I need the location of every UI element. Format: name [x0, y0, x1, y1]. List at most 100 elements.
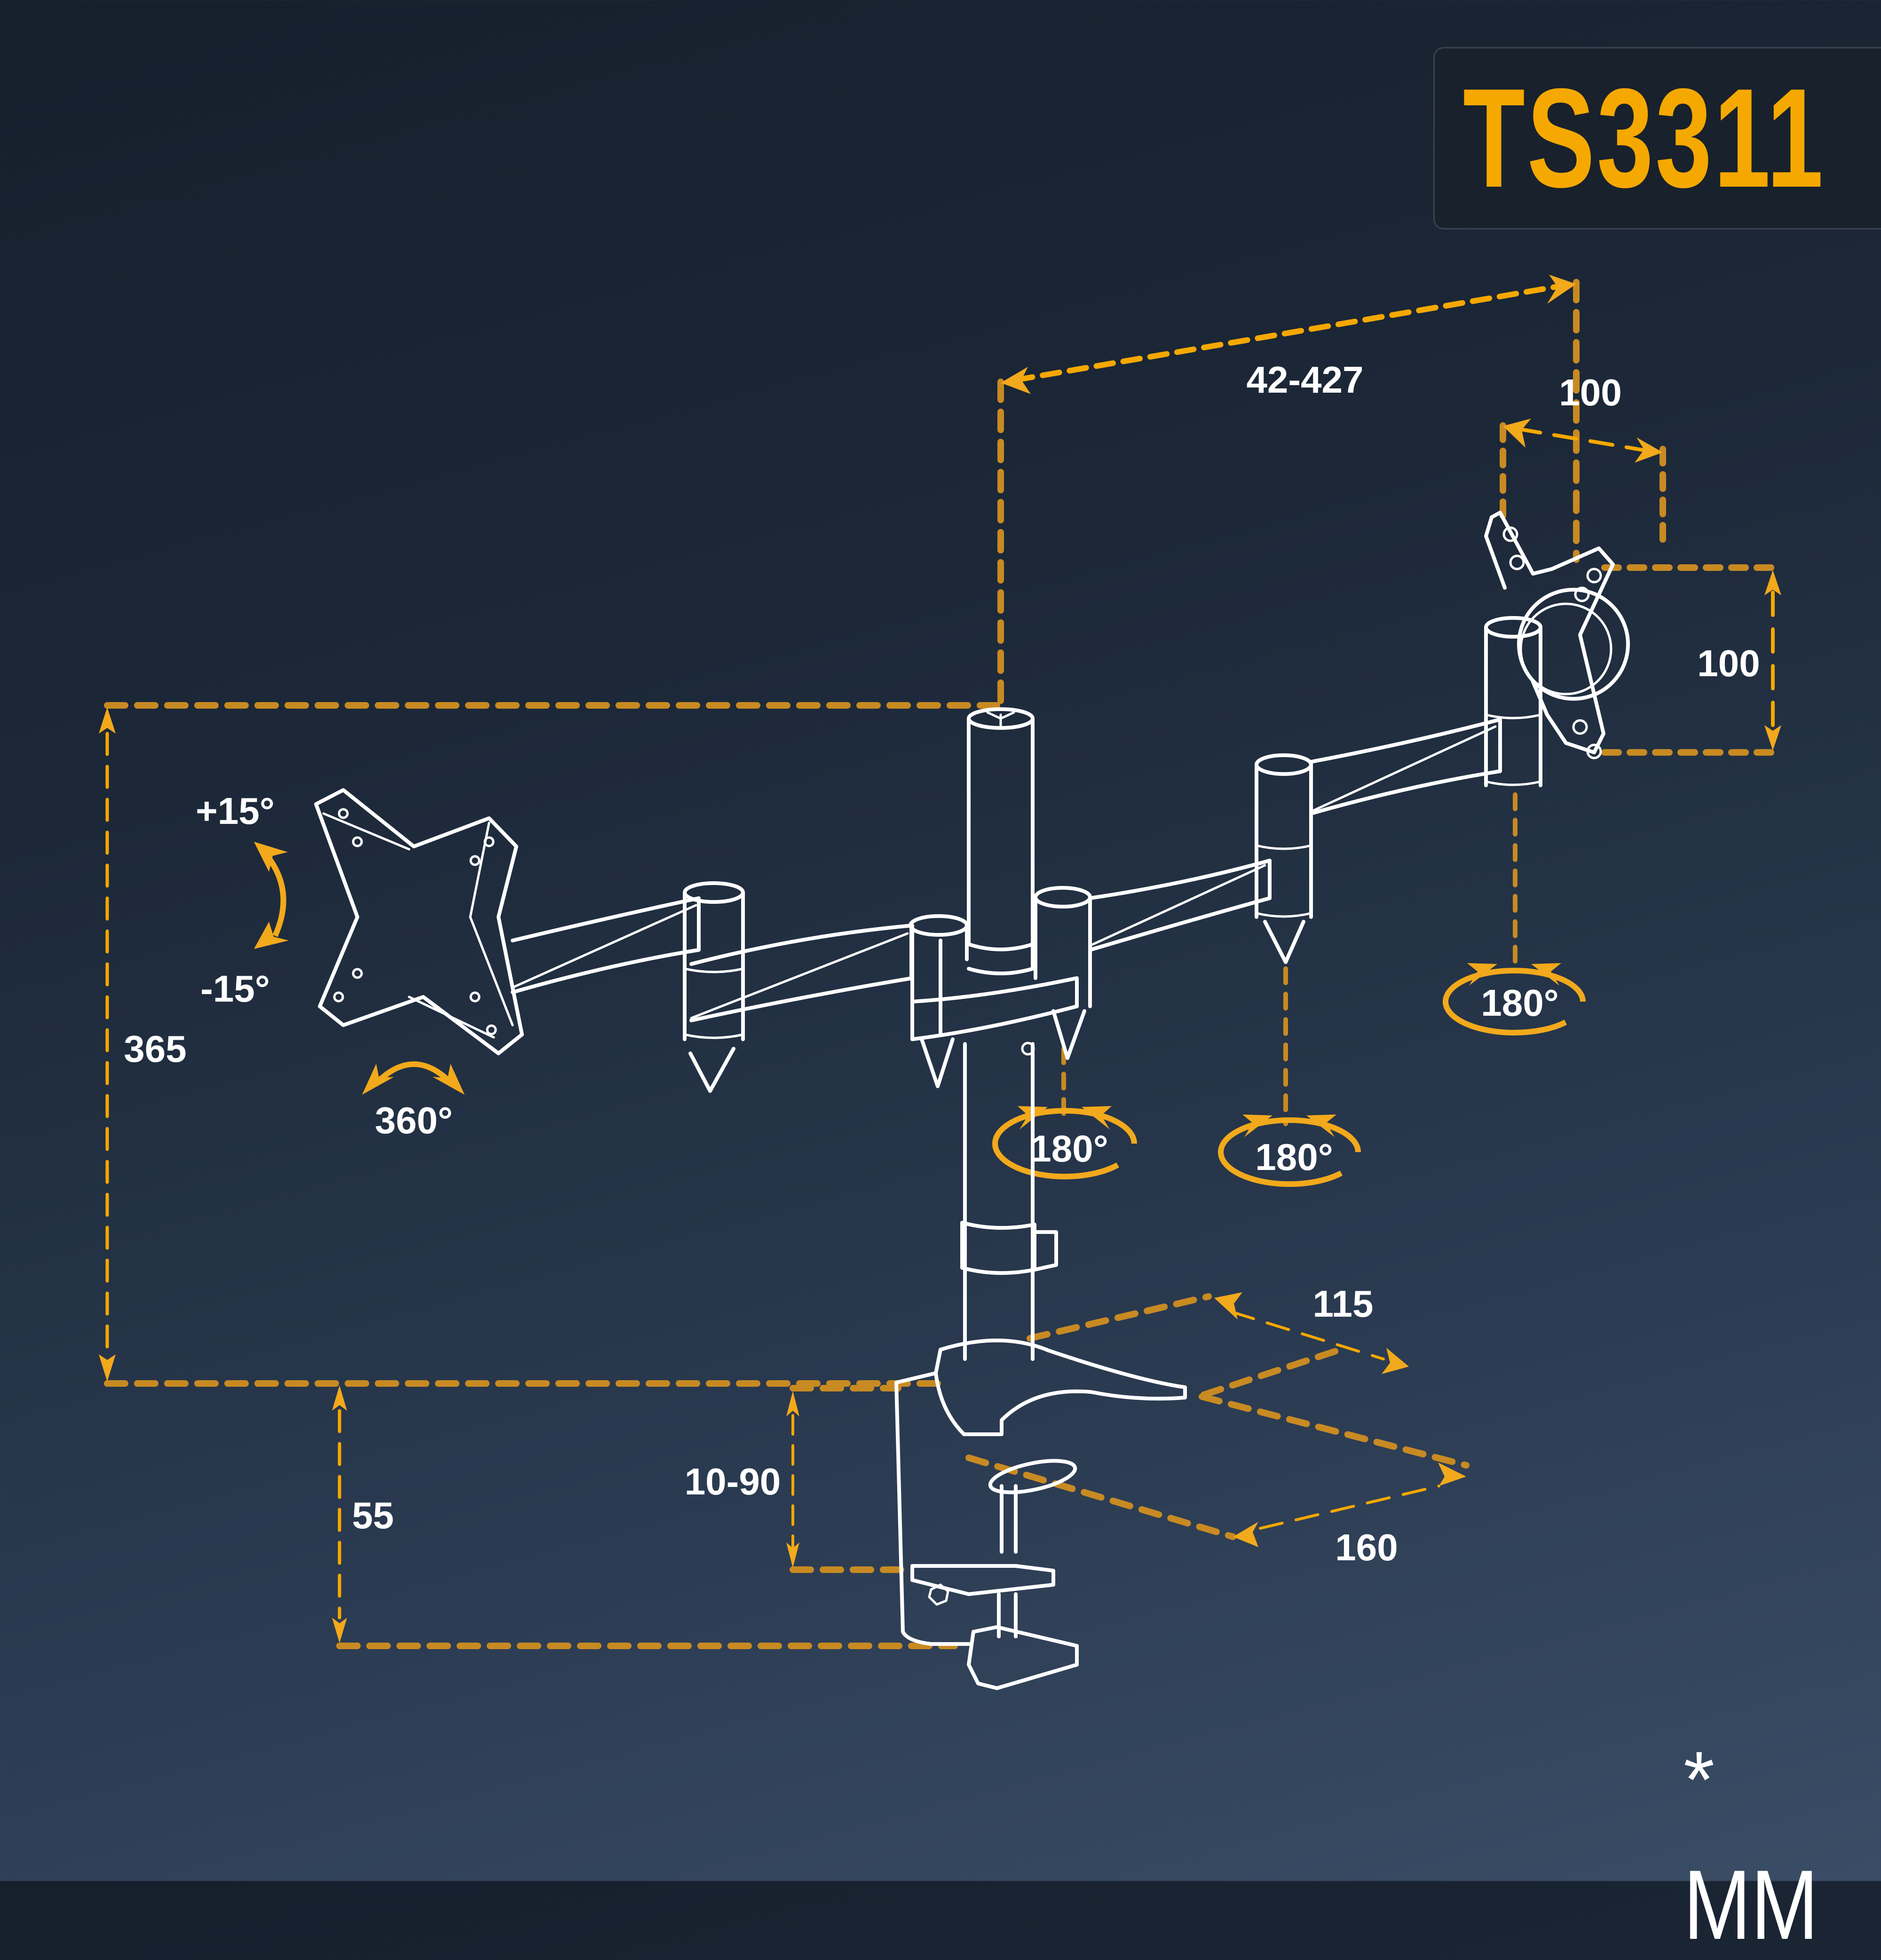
clamp-screw-upper	[1000, 1484, 1018, 1554]
vesa-width-dimension: 100	[1500, 371, 1666, 549]
units-asterisk: *	[1683, 1735, 1715, 1825]
plate-hole	[1509, 554, 1525, 570]
right-knuckle-body	[1034, 895, 1092, 1008]
right-arm-inner-segment	[1088, 859, 1272, 952]
reach-dimension-line	[1013, 283, 1564, 383]
arrow-right	[1547, 275, 1576, 304]
tightening-handle	[967, 1625, 1079, 1690]
left-knuckle-cap	[909, 914, 969, 937]
vesa-width-label: 100	[1559, 371, 1621, 413]
plate-rotation-label: 360°	[375, 1099, 452, 1141]
base-width-label: 115	[1312, 1283, 1373, 1325]
base-width-line	[1231, 1311, 1385, 1360]
arrow-down	[332, 1618, 347, 1643]
base-depth-dimension: 160	[965, 1393, 1470, 1568]
clamp-frame	[894, 1371, 971, 1646]
plate-hole	[469, 855, 481, 866]
grommet-plate	[988, 1459, 1077, 1494]
arrow-up	[786, 1391, 799, 1416]
left-elbow-body	[683, 891, 745, 1041]
units-note: *MM	[1683, 1731, 1881, 1954]
plate-hole	[483, 836, 495, 847]
mount-drawing: 42-427 100 100 365	[99, 275, 1781, 1690]
plate-outline	[1490, 511, 1615, 754]
inner-segment-strut	[690, 932, 909, 1020]
units-label: MM	[1683, 1849, 1818, 1960]
model-badge: TS3311	[1433, 47, 1881, 229]
arrow-left	[362, 1064, 394, 1095]
tilt-knuckle-cap	[1484, 616, 1542, 639]
plate-outline	[314, 788, 524, 1055]
base-width-ext-b	[1201, 1344, 1349, 1398]
plate-hole	[1572, 719, 1588, 735]
arrow-left	[1503, 419, 1531, 448]
base-depth-line	[1259, 1485, 1440, 1530]
plate-hole	[1586, 743, 1602, 759]
arrow-down	[99, 1354, 116, 1382]
plate-hole	[333, 991, 344, 1003]
model-number: TS3311	[1463, 59, 1826, 217]
swivel-ellipse	[1218, 1117, 1361, 1187]
right-elbow-cap	[1255, 753, 1313, 776]
arm-reach-label: 42-427	[1246, 359, 1363, 401]
pole-swivel-label: 180°	[1030, 1128, 1108, 1170]
base-depth-label: 160	[1335, 1526, 1398, 1568]
mid-swivel-label: 180°	[1255, 1136, 1333, 1178]
right-elbow-body	[1255, 763, 1313, 919]
base-width-dimension: 115	[1027, 1283, 1409, 1398]
swivel-ellipse	[992, 1108, 1137, 1179]
arrow-up	[332, 1385, 347, 1411]
right-hub-foot	[1051, 1009, 1086, 1060]
dimension-diagram: TS3311 42-427 100	[99, 47, 1881, 1690]
arrow-right	[1438, 1462, 1466, 1486]
tilt-knuckle-rings	[1485, 713, 1542, 786]
right-swivel-indicator: 180°	[1443, 963, 1586, 1035]
right-elbow-foot	[1263, 920, 1305, 964]
arrow-right	[433, 1064, 465, 1095]
arrow-right	[1635, 437, 1663, 463]
tilt-down-label: -15°	[200, 968, 270, 1010]
plate-hole	[469, 991, 481, 1003]
tilt-indicator: +15° -15°	[196, 790, 289, 1010]
base-height-label: 55	[352, 1494, 394, 1536]
right-knuckle-cap	[1034, 886, 1092, 909]
arrow-right	[1531, 963, 1561, 986]
plate-rotation-indicator: 360°	[362, 1061, 465, 1141]
pole-swivel-indicator: 180°	[992, 1106, 1137, 1179]
arrow-left	[1233, 1522, 1258, 1547]
left-vesa-plate	[314, 788, 524, 1055]
base-height-dimension: 55	[332, 1385, 958, 1649]
left-elbow-foot	[688, 1047, 735, 1093]
arrow-down	[786, 1542, 799, 1568]
arrow-left	[1242, 1114, 1272, 1137]
plate-bevels	[322, 812, 514, 1039]
tilt-knuckle-body	[1484, 625, 1542, 787]
tilt-disc	[1517, 588, 1630, 701]
outer-segment-strut	[1311, 725, 1497, 813]
desk-thickness-label: 10-90	[685, 1461, 781, 1502]
pole-height-label: 365	[124, 1028, 186, 1070]
arrow-up	[254, 842, 288, 872]
mid-swivel-indicator: 180°	[1218, 1114, 1361, 1187]
pole-collar	[967, 942, 1035, 975]
arrow-up	[1764, 570, 1781, 595]
tilt-up-label: +15°	[196, 790, 275, 832]
vesa-width-line	[1516, 427, 1648, 452]
arrow-down	[254, 922, 289, 949]
arrow-up	[99, 707, 116, 734]
plate-left-wing	[1484, 515, 1507, 590]
vesa-height-label: 100	[1697, 642, 1760, 684]
clamp-jaw	[910, 1564, 1055, 1596]
cable-clip-loop	[1033, 1230, 1058, 1272]
left-knuckle	[910, 939, 942, 1041]
base-body	[934, 1338, 1187, 1436]
arrow-left	[1467, 963, 1497, 986]
left-arm	[511, 881, 914, 1093]
left-hub-foot	[920, 1037, 955, 1088]
base-depth-ext-a	[1199, 1393, 1470, 1469]
right-vesa-plate	[1484, 511, 1630, 759]
right-arm	[1088, 616, 1542, 964]
right-arm-outer-segment	[1309, 718, 1502, 815]
pole-upper	[967, 718, 1035, 946]
plate-hole	[338, 808, 349, 819]
